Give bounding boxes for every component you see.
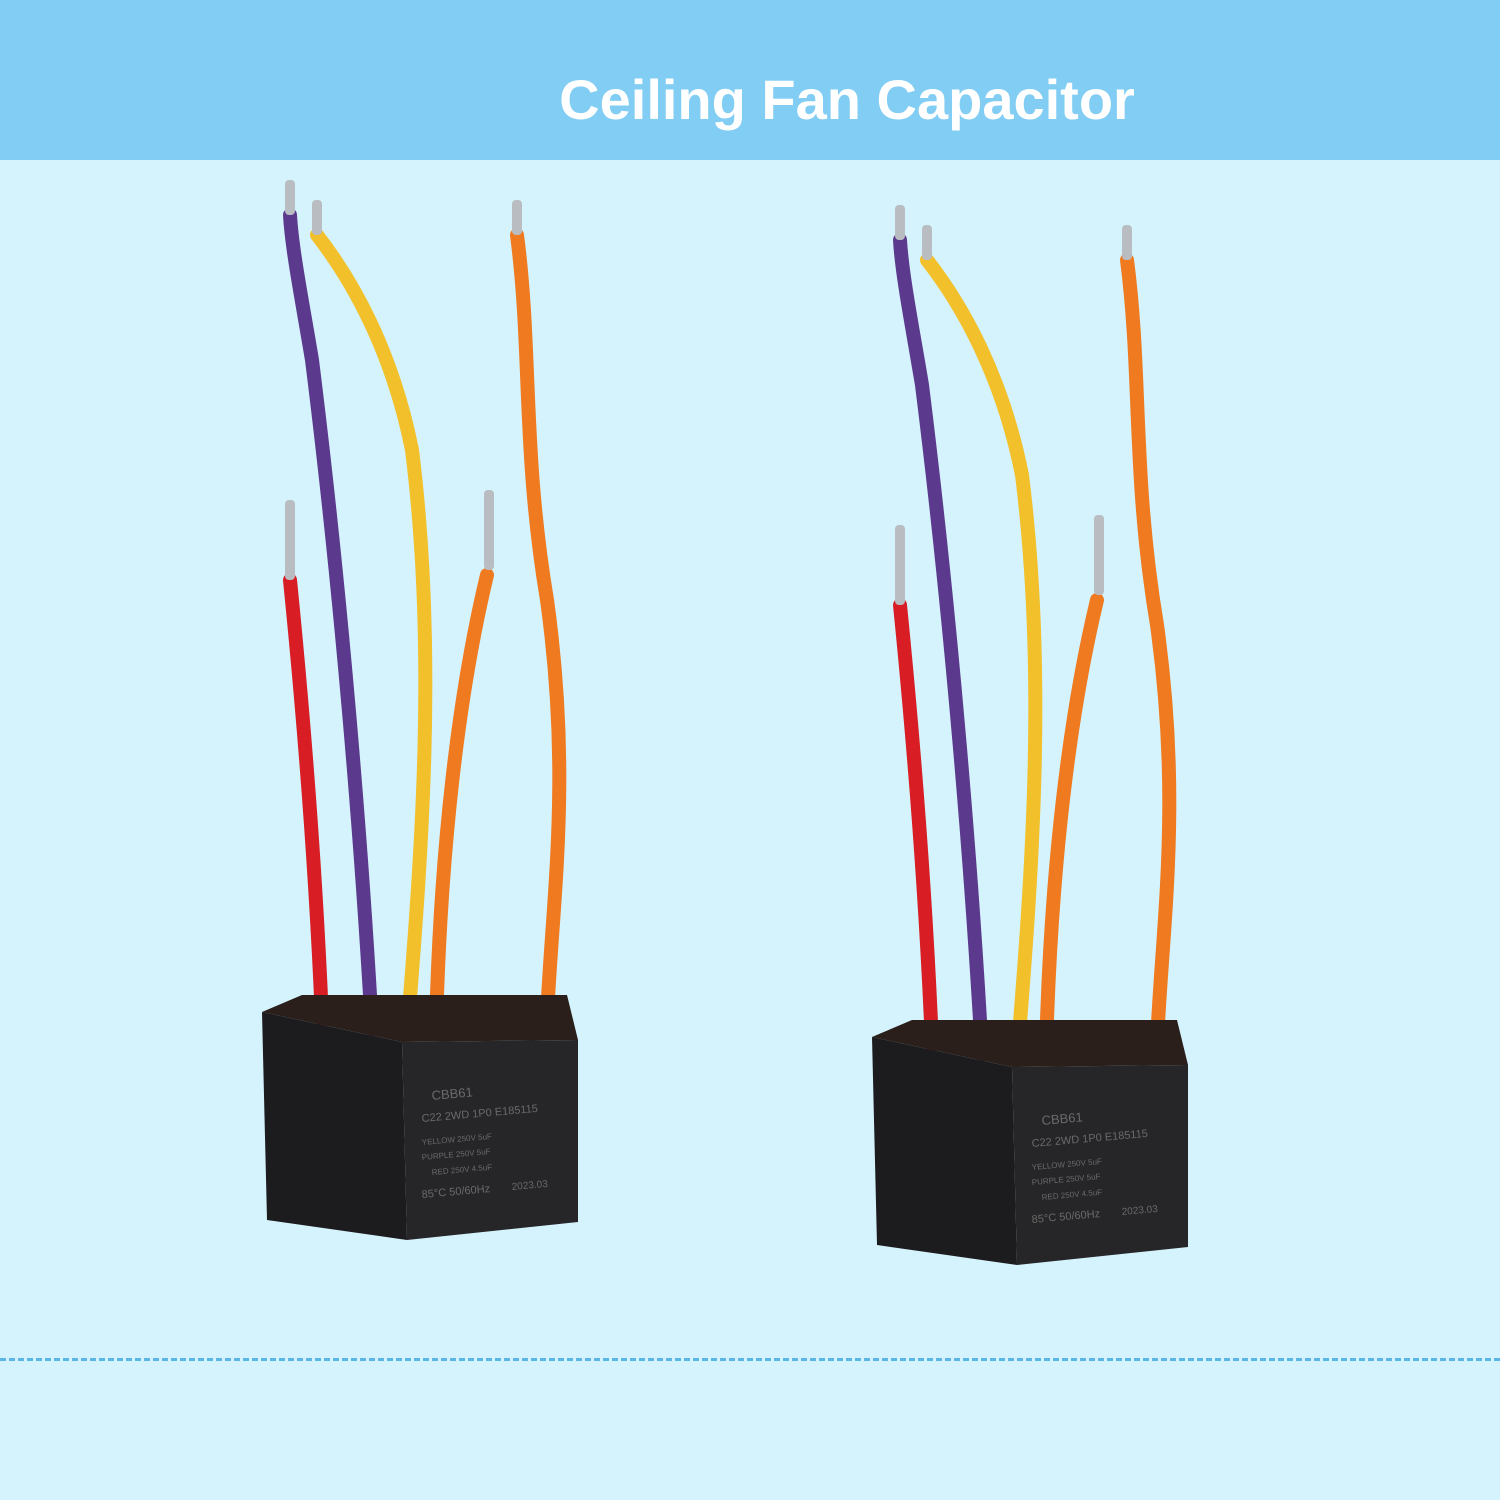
wire xyxy=(1040,593,1104,1027)
wire-tip xyxy=(484,490,494,570)
wire xyxy=(893,233,989,1062)
capacitor-top xyxy=(262,995,578,1042)
wire xyxy=(430,568,494,1002)
capacitor-label-text: 2023.03 xyxy=(511,1179,548,1193)
wire xyxy=(310,228,433,1042)
wire-tip xyxy=(895,525,905,605)
wire-tip xyxy=(1122,225,1132,260)
wire xyxy=(283,208,379,1037)
capacitor-label-text: CBB61 xyxy=(1041,1109,1083,1128)
wire-tip xyxy=(895,205,905,240)
wire-tip xyxy=(285,500,295,580)
wire xyxy=(1120,253,1177,1050)
title-banner xyxy=(0,0,1500,160)
wire xyxy=(283,573,329,1027)
dashed-divider xyxy=(0,1358,1500,1361)
wire xyxy=(920,253,1043,1067)
wire-tip xyxy=(922,225,932,260)
capacitor-side xyxy=(262,1012,407,1240)
capacitor-front xyxy=(1012,1065,1188,1265)
wire xyxy=(893,598,939,1052)
capacitor-label-text: 85°C 50/60Hz xyxy=(1031,1208,1100,1226)
capacitor-top xyxy=(872,1020,1188,1067)
page-title: Ceiling Fan Capacitor xyxy=(559,68,1135,131)
wire-tip xyxy=(285,180,295,215)
capacitor-label-text: CBB61 xyxy=(431,1084,473,1103)
capacitor-front xyxy=(402,1040,578,1240)
capacitor-side xyxy=(872,1037,1017,1265)
wire-tip xyxy=(512,200,522,235)
wire-tip xyxy=(312,200,322,235)
wire xyxy=(510,228,567,1025)
wire-tip xyxy=(1094,515,1104,595)
capacitor-label-text: 85°C 50/60Hz xyxy=(421,1183,490,1201)
capacitor-label-text: 2023.03 xyxy=(1121,1204,1158,1218)
